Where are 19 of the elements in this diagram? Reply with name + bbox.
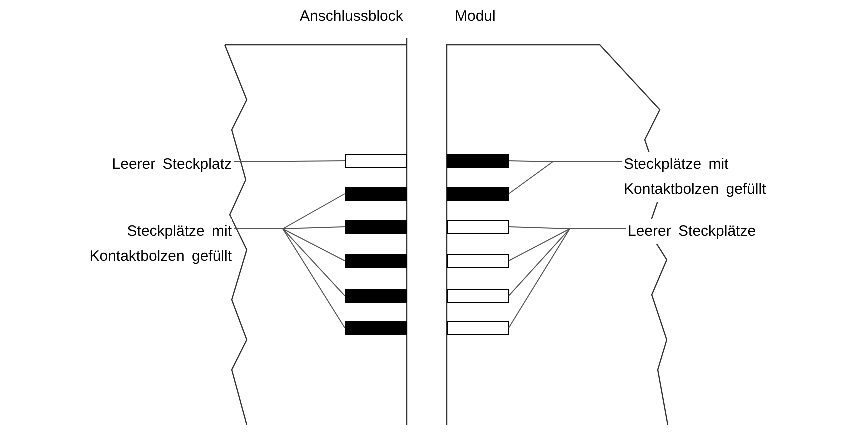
leader-line — [508, 162, 622, 194]
slot — [447, 321, 509, 335]
slot — [345, 187, 407, 201]
panel-heading: Anschlussblock — [300, 8, 404, 26]
slot — [345, 154, 407, 168]
slot — [447, 187, 509, 201]
slot — [345, 289, 407, 303]
panel-heading: Modul — [455, 8, 496, 26]
slot — [345, 254, 407, 268]
slot-label: Leerer Steckplätze — [628, 219, 756, 244]
slot — [447, 289, 509, 303]
leader-line — [234, 160, 346, 162]
slot — [447, 254, 509, 268]
leader-line — [234, 228, 346, 328]
slot — [447, 220, 509, 234]
leader-line — [508, 228, 626, 328]
slot — [345, 220, 407, 234]
slot — [345, 321, 407, 335]
slot — [447, 154, 509, 168]
